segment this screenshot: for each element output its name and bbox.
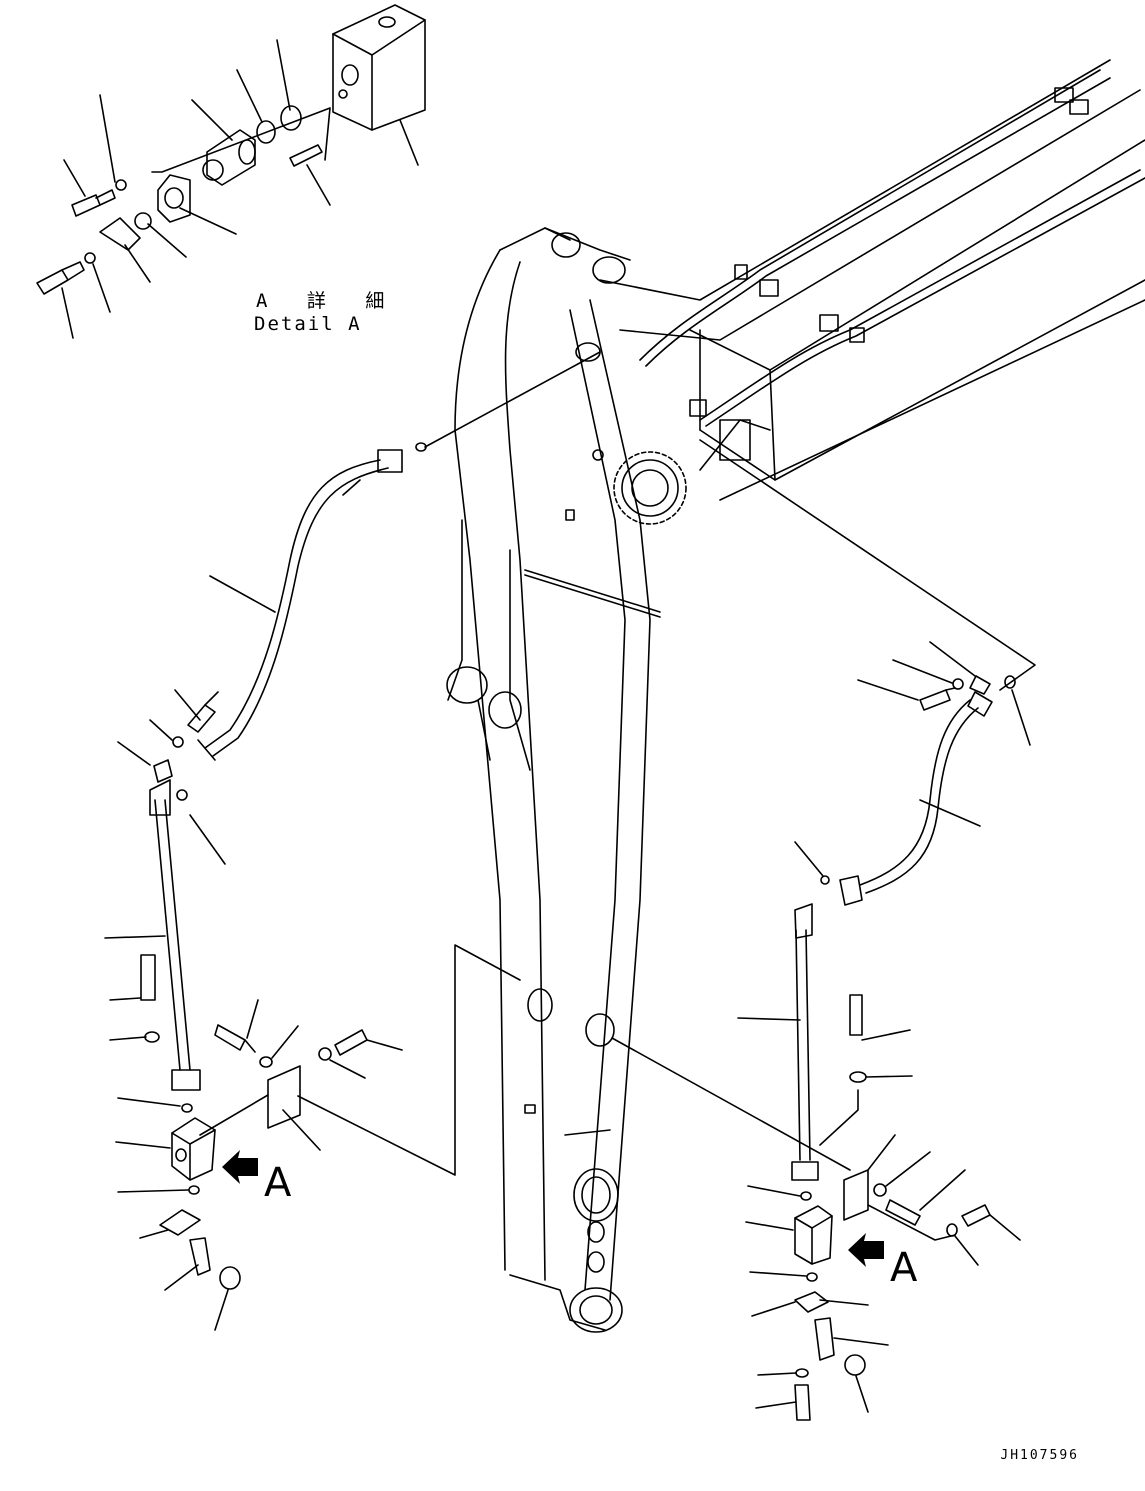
detail-a-exploded xyxy=(36,4,426,339)
arrow-left-callout xyxy=(222,1150,258,1184)
boom-arm xyxy=(446,227,687,1333)
drawing-number: JH107596 xyxy=(1000,1448,1079,1463)
arrow-right-callout xyxy=(848,1233,884,1267)
arm-structure xyxy=(599,59,1145,501)
callout-letter-left: A xyxy=(264,1160,292,1206)
callout-letter-right: A xyxy=(890,1245,918,1291)
detail-title-japanese: A 詳 細 xyxy=(256,290,399,312)
left-hose-assembly xyxy=(104,351,601,1331)
detail-title-english: Detail A xyxy=(254,313,362,335)
right-hose-assembly xyxy=(611,439,1036,1421)
